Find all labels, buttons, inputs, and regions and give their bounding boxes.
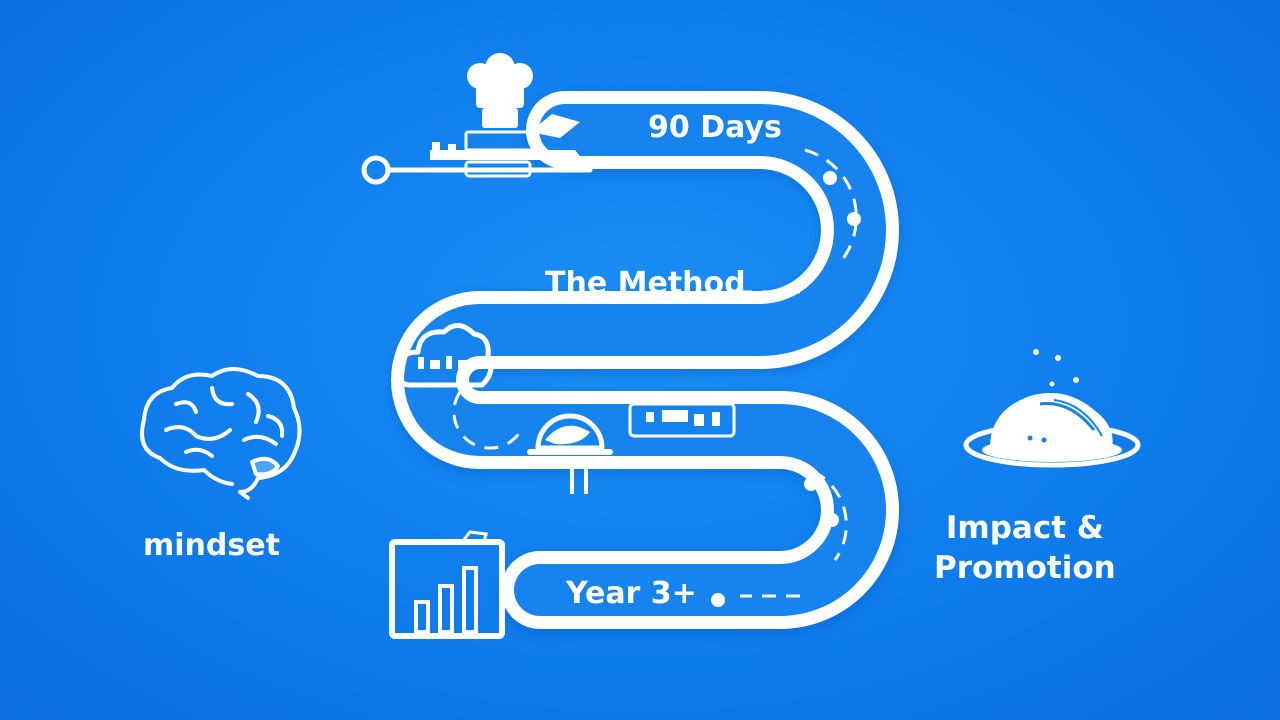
stage-label-year-3: Year 3+ — [566, 576, 697, 611]
kitchen-counter-icon — [430, 114, 583, 178]
lane-dots — [711, 171, 861, 607]
winding-road — [391, 91, 899, 629]
impact-label-line2: Promotion — [934, 550, 1116, 586]
chef-hat-icon — [467, 53, 533, 128]
plated-dish-icon — [963, 349, 1141, 468]
stage-label-the-method: The Method — [545, 266, 746, 301]
cloche-icon — [527, 413, 613, 494]
screen-icon — [628, 402, 736, 438]
cloud-icon — [395, 323, 494, 388]
brain-icon — [140, 367, 302, 500]
bar-chart-icon — [389, 530, 505, 639]
start-connector — [361, 155, 593, 185]
impact-label-line1: Impact & — [945, 510, 1104, 546]
mindset-label: mindset — [143, 528, 280, 563]
stage-label-90-days: 90 Days — [648, 110, 782, 145]
impact-promotion-label: Impact & Promotion — [934, 508, 1116, 588]
lane-markers — [452, 148, 858, 598]
